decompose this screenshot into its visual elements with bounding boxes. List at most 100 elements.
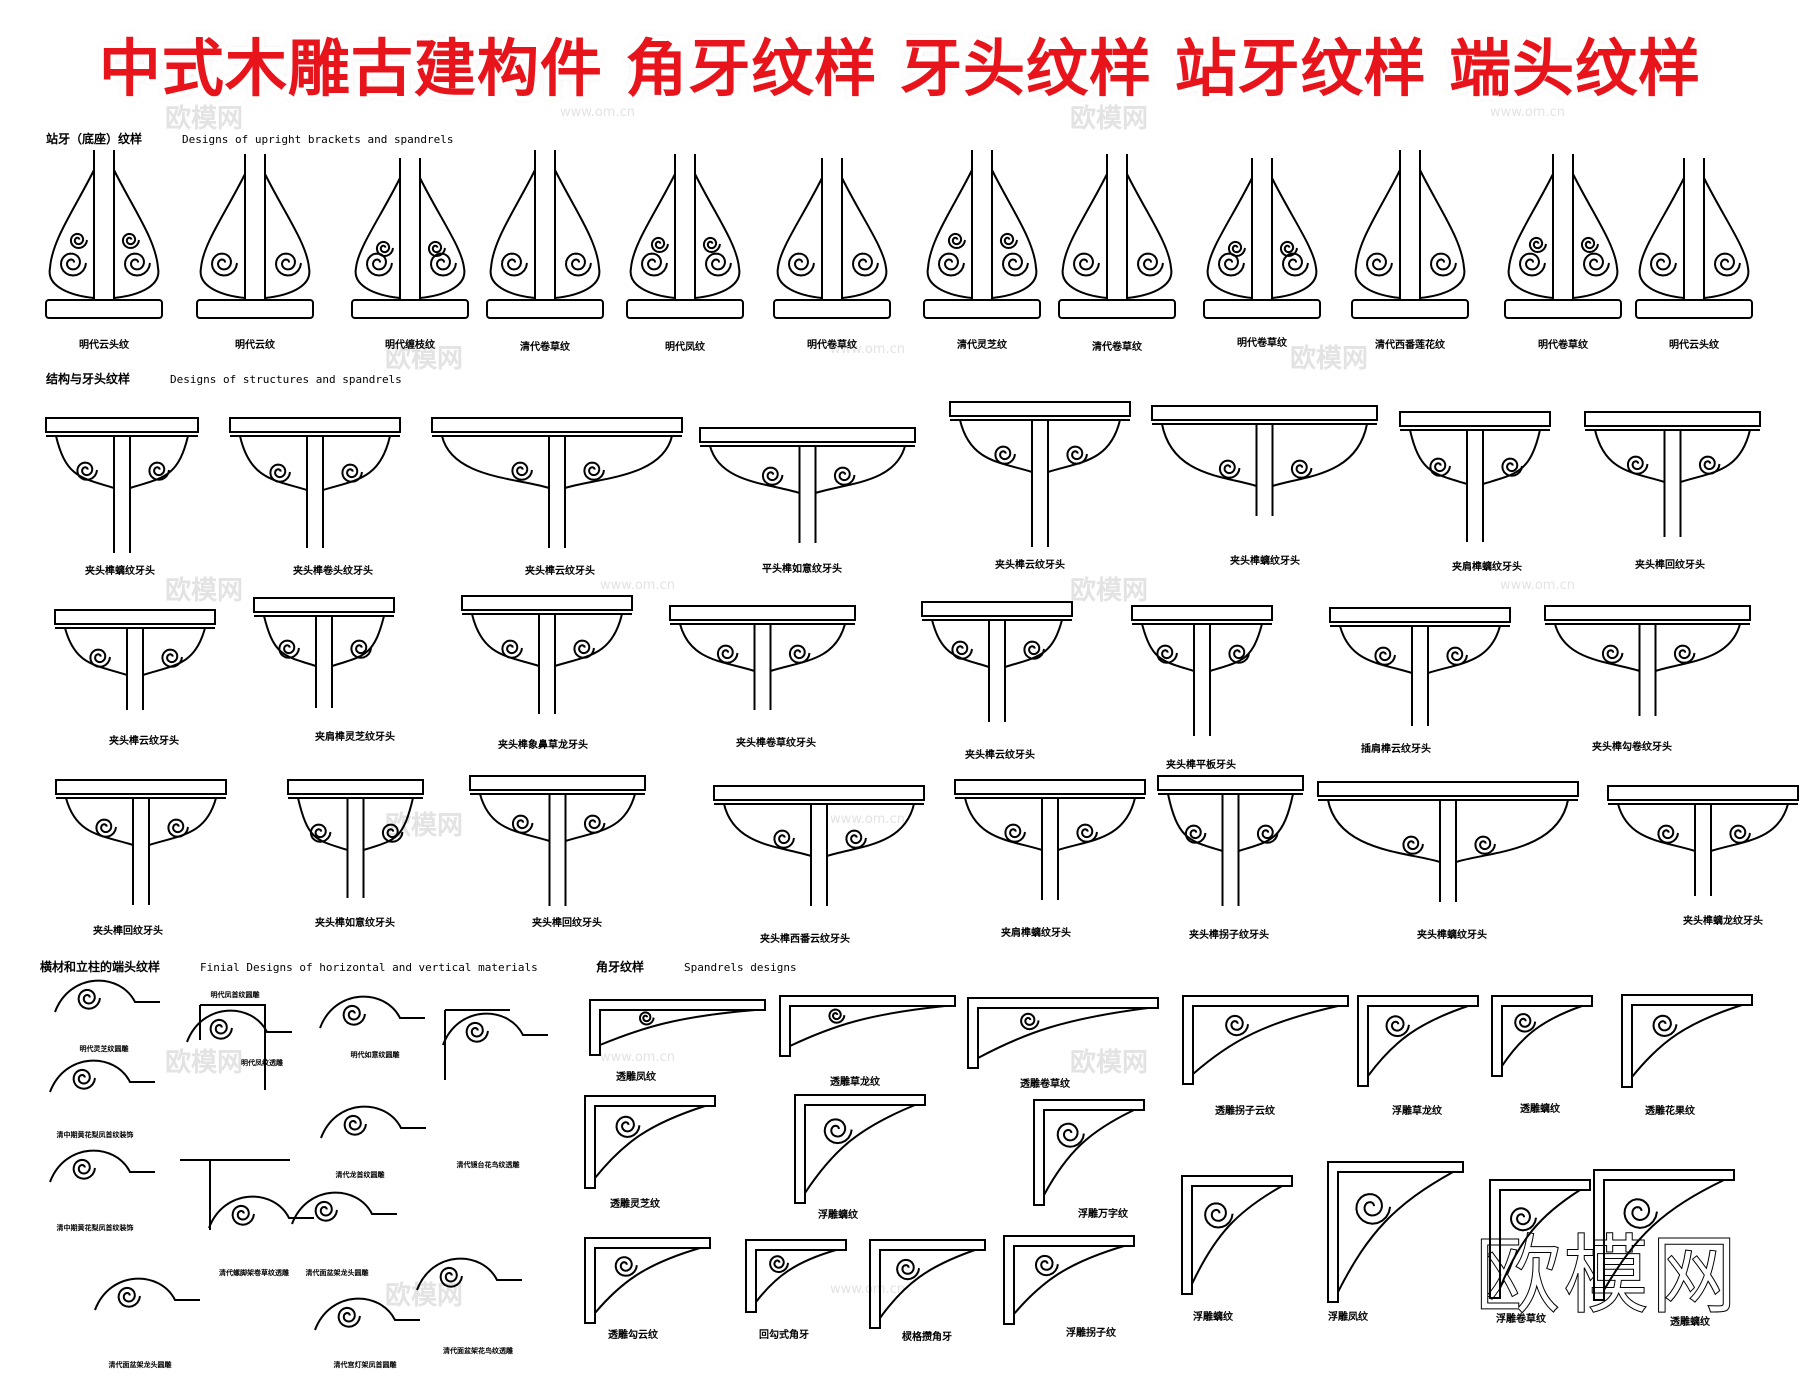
bracket-base	[1058, 299, 1176, 319]
spandrel-left	[471, 613, 540, 667]
scroll-motif	[1673, 644, 1696, 664]
finial-frame	[444, 1009, 510, 1080]
caption: 透雕螭纹	[1520, 1104, 1560, 1115]
beam	[1317, 781, 1579, 797]
leg	[1221, 794, 1240, 906]
scroll-motif	[1374, 646, 1396, 666]
finial-outline	[319, 995, 425, 1029]
bracket-left-profile	[926, 169, 973, 299]
watermark: 欧模网	[1070, 1048, 1149, 1078]
spandrel-curve	[1631, 1004, 1743, 1078]
spandrel-frame	[584, 1095, 716, 1189]
spandrel-right	[565, 793, 636, 842]
scroll-motif	[823, 1118, 853, 1145]
caption: 夹头榫卷头纹牙头	[293, 566, 373, 577]
spandrel-frame	[869, 1239, 986, 1329]
scroll-motif	[350, 639, 372, 659]
section-title-en: Finial Designs of horizontal and vertica…	[200, 961, 538, 974]
spandrel-right	[770, 623, 846, 672]
scroll-motif	[564, 252, 592, 277]
scroll-motif	[1290, 459, 1313, 479]
beam	[1131, 605, 1273, 621]
caption: 夹头榫回纹牙头	[1635, 560, 1705, 571]
leg	[798, 446, 817, 543]
caption: 浮雕卷草纹	[1496, 1314, 1546, 1325]
scroll-motif	[381, 823, 404, 843]
spandrel-left	[1161, 423, 1257, 487]
spandrel-frame	[589, 999, 766, 1056]
bracket-right-profile	[1419, 169, 1466, 299]
caption: 明代凤首纹圆雕	[210, 991, 260, 999]
scroll-motif	[1649, 252, 1677, 277]
spandrel-left	[1141, 623, 1195, 672]
spandrel-curve	[755, 1249, 837, 1303]
leg	[306, 436, 324, 548]
spandrel-curve	[1043, 1109, 1135, 1196]
spandrel-frame	[1593, 1169, 1735, 1301]
spandrel-left	[479, 793, 550, 842]
scroll-motif	[583, 814, 606, 834]
caption: 清代西番莲花纹	[1375, 340, 1445, 351]
beam	[54, 609, 216, 625]
watermark: 欧模网	[1070, 576, 1149, 606]
bracket-left-profile	[1638, 177, 1685, 299]
bracket-base	[1203, 299, 1321, 319]
spandrel-right	[564, 435, 673, 489]
watermark: 欧模网	[385, 811, 464, 841]
spandrel-right	[331, 615, 385, 667]
bracket-post	[534, 150, 556, 300]
watermark: 欧模网	[1290, 344, 1369, 374]
scroll-motif	[1429, 457, 1451, 477]
spandrel-right	[1680, 429, 1751, 483]
scroll-motif	[583, 461, 605, 481]
bracket-left-profile	[48, 169, 95, 299]
scroll-motif	[650, 236, 669, 254]
finial-scroll	[231, 1204, 255, 1226]
spandrel-right	[142, 627, 206, 676]
scroll-motif	[89, 648, 111, 668]
spandrel-left	[239, 435, 308, 491]
caption: 明代灵芝纹圆雕	[79, 1045, 129, 1053]
bracket-base	[351, 299, 469, 319]
scroll-motif	[1256, 824, 1279, 844]
bracket-base	[1351, 299, 1469, 319]
bracket-base	[773, 299, 891, 319]
scroll-motif	[161, 648, 183, 668]
spandrel-right	[826, 803, 915, 857]
leg	[315, 616, 333, 708]
spandrel-frame	[794, 1094, 926, 1204]
spandrel-frame	[745, 1239, 847, 1313]
scroll-motif	[1580, 236, 1599, 254]
caption: 透雕草龙纹	[830, 1077, 880, 1088]
caption: 明代云头纹	[1669, 340, 1719, 351]
bracket-left-profile	[199, 173, 246, 299]
scroll-motif	[1001, 252, 1029, 277]
spandrel-left	[709, 445, 800, 494]
spandrel-left	[297, 797, 348, 851]
scroll-motif	[59, 252, 87, 277]
caption: 夹肩榫螭纹牙头	[1001, 928, 1071, 939]
caption: 夹头榫西番云纹牙头	[760, 934, 850, 945]
caption: 明代缠枝纹	[385, 340, 435, 351]
caption: 明代凤纹透雕	[241, 1059, 283, 1067]
spandrel-right	[1455, 799, 1569, 863]
scroll-motif	[123, 252, 151, 277]
caption: 清代卷草纹	[520, 342, 570, 353]
scroll-motif	[1474, 835, 1496, 855]
scroll-motif	[1713, 252, 1741, 277]
caption: 夹肩榫螭纹牙头	[1452, 562, 1522, 573]
scroll-motif	[951, 640, 973, 660]
scroll-motif	[1729, 824, 1751, 844]
spandrel-left	[1327, 799, 1441, 863]
caption: 夹头榫勾卷纹牙头	[1592, 742, 1672, 753]
watermark: 欧模网	[1070, 104, 1149, 134]
scroll-motif	[640, 252, 668, 277]
beam	[1151, 405, 1378, 421]
scroll-motif	[309, 823, 332, 843]
beam	[1329, 607, 1511, 623]
spandrel-frame	[779, 995, 956, 1057]
watermark-url: www.om.cn	[560, 105, 635, 120]
caption: 明代卷草纹	[807, 340, 857, 351]
section-title-en: Spandrels designs	[684, 961, 797, 974]
